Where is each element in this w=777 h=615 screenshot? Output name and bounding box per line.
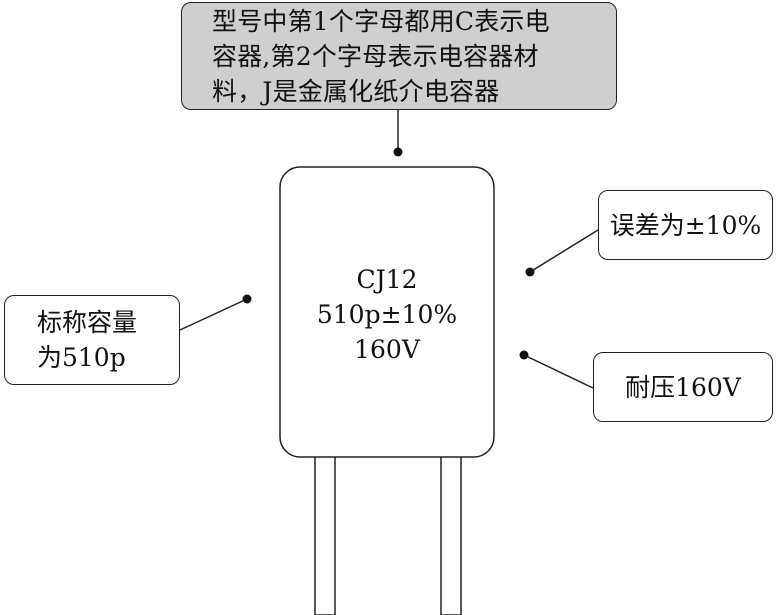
model-note-line-1: 型号中第1个字母都用C表示电 — [212, 6, 550, 36]
leader-dot-model — [393, 147, 403, 157]
capacitor-capacitance: 510p±10% — [316, 300, 458, 329]
leader-line-voltage — [523, 354, 594, 389]
leader-line-nominal — [179, 298, 248, 331]
nominal-capacitance-callout: 标称容量 为510p — [4, 295, 180, 385]
capacitor-lead-left — [314, 451, 336, 615]
leader-dot-nominal — [242, 294, 252, 304]
tolerance-callout: 误差为±10% — [598, 190, 773, 260]
voltage-text: 耐压160V — [625, 372, 741, 402]
nominal-capacitance-line-2: 为510p — [37, 343, 126, 372]
capacitor-voltage: 160V — [354, 335, 420, 364]
model-note-line-2: 容器,第2个字母表示电容器材 — [212, 41, 539, 71]
model-note-text: 型号中第1个字母都用C表示电 容器,第2个字母表示电容器材 料，J是金属化纸介电… — [212, 4, 550, 109]
model-note-callout: 型号中第1个字母都用C表示电 容器,第2个字母表示电容器材 料，J是金属化纸介电… — [181, 2, 617, 110]
capacitor-model-code: CJ12 — [356, 265, 418, 294]
tolerance-text: 误差为±10% — [609, 210, 762, 240]
capacitor-lead-right — [440, 451, 462, 615]
nominal-capacitance-line-1: 标称容量 — [37, 308, 138, 337]
model-note-line-3: 料，J是金属化纸介电容器 — [212, 76, 500, 106]
leader-dot-voltage — [519, 350, 529, 360]
capacitor-marking: CJ12 510p±10% 160V — [280, 262, 494, 367]
nominal-capacitance-text: 标称容量 为510p — [37, 305, 137, 375]
leader-dot-tolerance — [525, 267, 535, 277]
voltage-callout: 耐压160V — [593, 352, 773, 422]
capacitor-body — [279, 166, 495, 458]
leader-line-tolerance — [529, 229, 599, 273]
